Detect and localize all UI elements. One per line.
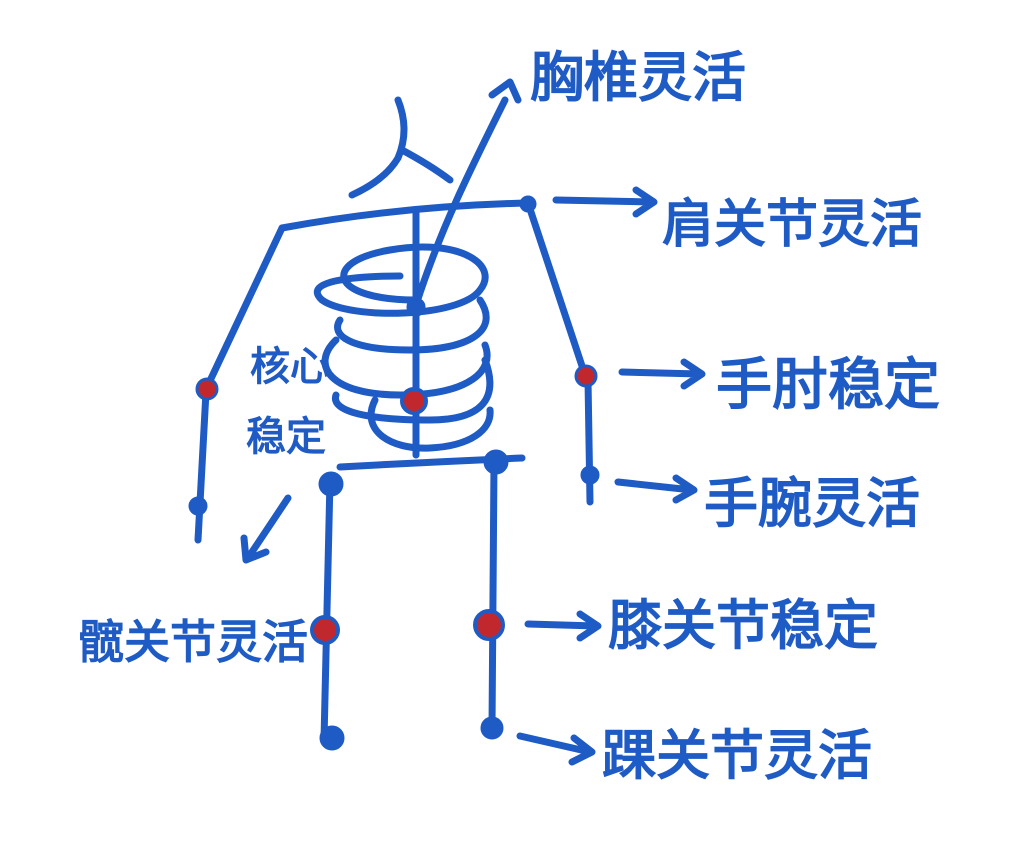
shoulder-label: 肩关节灵活 (662, 195, 922, 255)
ankle-label: 踝关节灵活 (602, 724, 872, 787)
ren-char-stroke-1 (348, 96, 408, 199)
core-joint (400, 387, 428, 415)
left-ankle-joint (319, 725, 345, 751)
wrist-label: 手腕灵活 (704, 472, 920, 535)
right-shoulder-joint (519, 195, 537, 213)
right-leg (488, 458, 498, 732)
right-knee-joint (473, 609, 505, 641)
hip-label: 髋关节灵活 (78, 615, 308, 669)
knee-label: 膝关节稳定 (608, 594, 878, 657)
left-elbow-joint (195, 377, 219, 401)
knee-arrow (524, 610, 602, 642)
left-wrist-joint (188, 496, 208, 516)
right-elbow-joint (574, 364, 598, 388)
wrist-arrow (614, 474, 698, 504)
right-upper-arm (524, 199, 588, 376)
thoracic-joint (406, 297, 426, 317)
left-hip-joint (318, 471, 344, 497)
core-spiral (313, 243, 494, 452)
right-hip-joint (483, 449, 509, 475)
ren-char-stroke-2 (398, 146, 454, 184)
ankle-arrow (516, 732, 596, 766)
hip-arrow (240, 494, 292, 564)
right-ankle-joint (480, 716, 504, 740)
thoracic-label: 胸椎灵活 (530, 46, 746, 109)
left-leg (320, 476, 334, 744)
shoulder-arrow (552, 186, 658, 218)
right-wrist-joint (580, 465, 600, 485)
left-forearm (194, 388, 210, 544)
elbow-label: 手肘稳定 (716, 353, 940, 418)
core-label-line1: 核心 (250, 344, 330, 390)
core-label-line2: 稳定 (246, 414, 326, 460)
thoracic-arrowhead (488, 78, 522, 104)
shoulder-line (278, 199, 532, 232)
thoracic-pointer (412, 96, 509, 309)
elbow-arrow (618, 358, 706, 390)
left-knee-joint (310, 615, 340, 645)
left-upper-arm (204, 224, 286, 389)
